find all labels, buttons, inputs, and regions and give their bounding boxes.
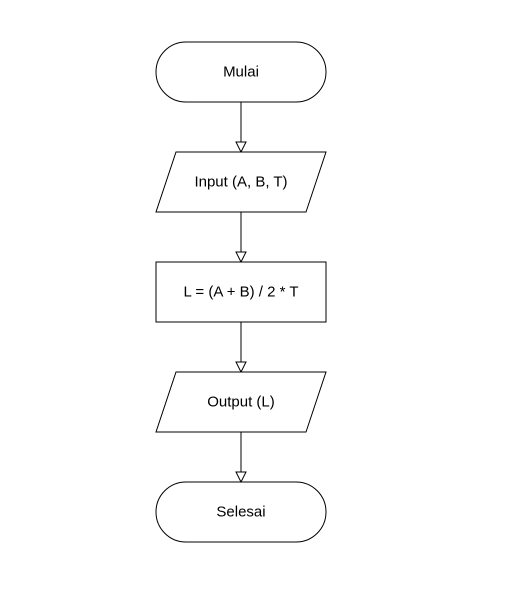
node-output-label: Output (L) (207, 394, 275, 411)
node-output: Output (L) (155, 371, 327, 433)
node-end: Selesai (155, 481, 327, 543)
node-process: L = (A + B) / 2 * T (155, 261, 327, 323)
node-end-label: Selesai (216, 504, 265, 521)
process-shape (155, 261, 327, 323)
arrowhead (235, 471, 247, 484)
terminator-shape (155, 481, 327, 543)
io-shape (155, 371, 327, 433)
node-input: Input (A, B, T) (155, 151, 327, 213)
arrowhead (235, 251, 247, 264)
node-start-label: Mulai (223, 64, 259, 81)
edge-input-to-process (235, 212, 247, 264)
edge-output-to-end (235, 432, 247, 484)
terminator-shape (155, 41, 327, 103)
arrowhead (235, 141, 247, 154)
io-shape (155, 151, 327, 213)
node-start: Mulai (155, 41, 327, 103)
edge-start-to-input (235, 102, 247, 154)
node-input-label: Input (A, B, T) (194, 174, 287, 191)
node-process-label: L = (A + B) / 2 * T (183, 284, 298, 301)
edge-process-to-output (235, 322, 247, 374)
arrowhead (235, 361, 247, 374)
